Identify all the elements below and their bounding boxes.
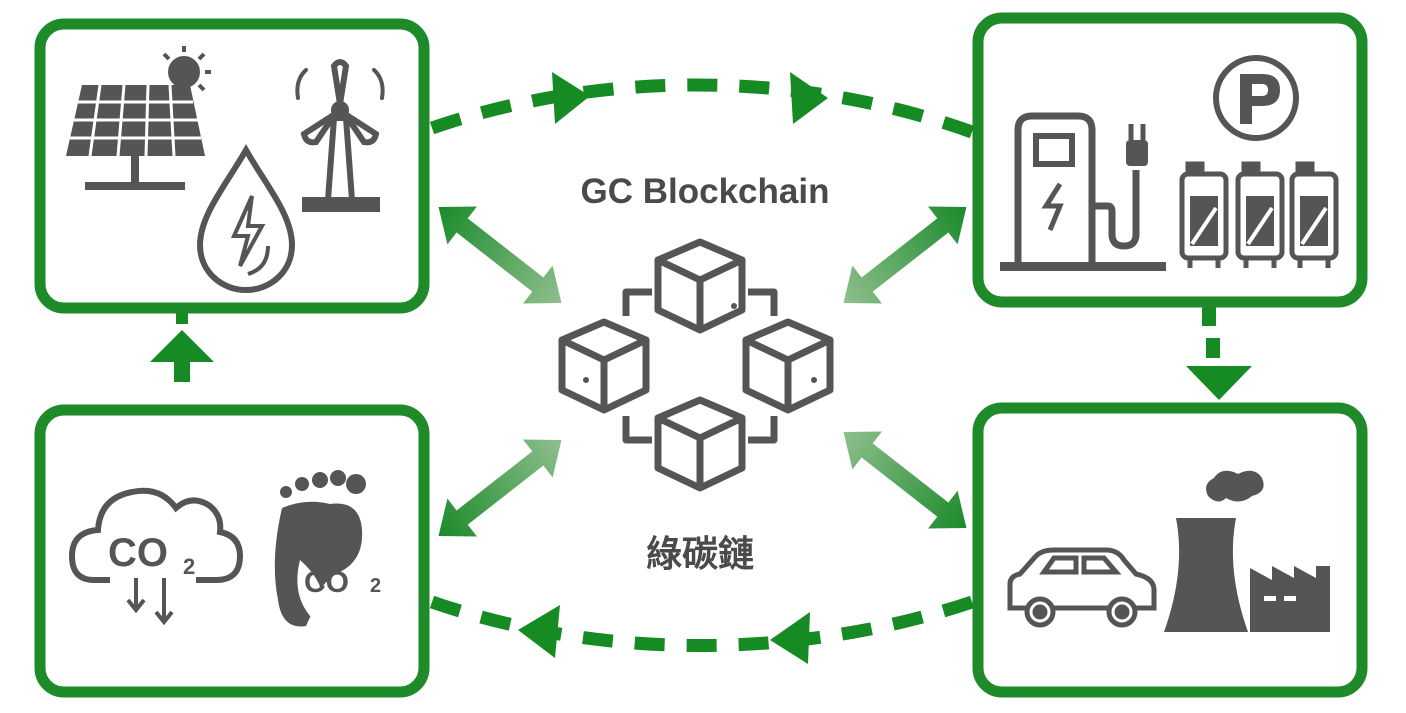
battery-icon <box>1289 161 1339 268</box>
box-carbon-reduction <box>34 404 430 698</box>
battery-icon <box>1235 161 1285 268</box>
battery-icon <box>1179 161 1229 268</box>
co2-subscript: 2 <box>183 554 195 579</box>
footprint-co2-subscript: 2 <box>370 575 381 597</box>
blockchain-title-en: GC Blockchain <box>580 172 830 211</box>
cube <box>654 396 746 492</box>
blockchain-title-zh: 綠碳鏈 <box>645 533 754 574</box>
ev-charging-station-icon <box>1000 112 1166 271</box>
double-arrow-top-right <box>843 206 967 304</box>
cube <box>558 318 650 414</box>
sun-icon <box>162 46 211 92</box>
double-arrow-bottom-right <box>843 431 967 529</box>
hydro-power-drop-icon <box>196 143 296 294</box>
box-emission-sources <box>972 402 1368 698</box>
cube <box>654 238 746 334</box>
wind-turbine-icon <box>295 59 385 212</box>
bottom-dashed-flow <box>429 595 975 664</box>
flow-arrowhead <box>770 612 810 664</box>
co2-label: CO <box>108 531 168 575</box>
carbon-footprint-icon: CO 2 <box>274 470 381 627</box>
box-renewable-energy <box>34 18 430 314</box>
car-icon <box>1007 547 1157 628</box>
double-arrow-top-left <box>438 206 562 304</box>
cube <box>742 318 834 414</box>
parking-icon <box>1213 55 1299 141</box>
power-plant-cooling-tower-icon <box>1164 470 1264 632</box>
solar-panel-icon <box>66 84 205 190</box>
up-flow-arrow <box>150 312 214 382</box>
flow-arrowhead <box>518 605 560 658</box>
factory-icon <box>1250 566 1330 632</box>
footprint-co2-label: CO <box>304 566 349 599</box>
flow-arrowhead <box>790 72 828 124</box>
co2-cloud-icon: CO 2 <box>68 487 244 626</box>
double-arrow-bottom-left <box>438 439 562 537</box>
blockchain-cubes-icon <box>558 238 834 492</box>
top-dashed-flow <box>429 72 975 139</box>
down-flow-arrow <box>1186 306 1252 400</box>
flow-arrowhead <box>552 72 590 124</box>
